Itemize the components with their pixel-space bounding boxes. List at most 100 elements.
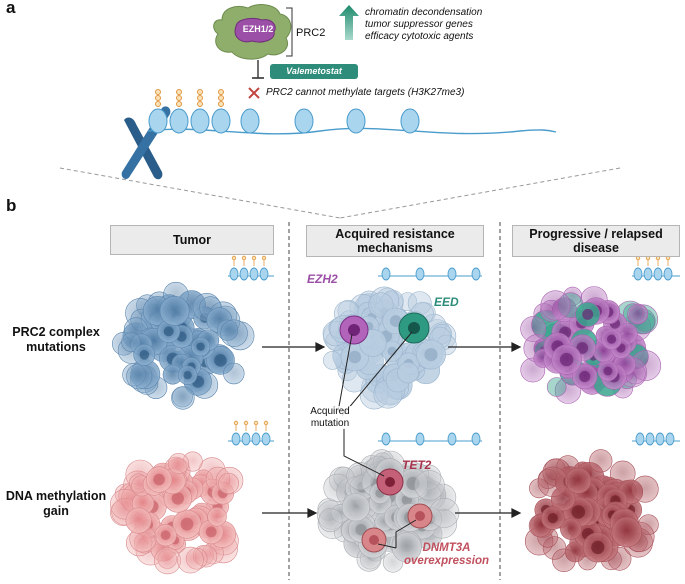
- cell-nucleus: [348, 350, 362, 364]
- cell: [207, 507, 227, 527]
- cell-nucleus: [205, 526, 217, 538]
- cell: [121, 332, 141, 352]
- acquired-line1: Acquired: [310, 406, 350, 417]
- cell: [171, 386, 195, 410]
- cell: [159, 295, 190, 326]
- header-relapse-line2: disease: [573, 241, 619, 255]
- cell: [223, 362, 245, 385]
- cell: [627, 303, 649, 325]
- cell: [318, 508, 343, 533]
- inhibition-text: PRC2 cannot methylate targets (H3K27me3): [266, 87, 465, 98]
- ezh2-mutant-cell: [339, 315, 369, 345]
- small-methyl-marks: [231, 255, 671, 431]
- chromatin-icons: [228, 267, 680, 446]
- cell-nucleus: [139, 350, 150, 360]
- cell: [154, 547, 182, 575]
- cell-nucleus: [214, 354, 227, 367]
- effect-1: chromatin decondensation: [365, 7, 483, 18]
- effect-2: tumor suppressor genes: [365, 19, 473, 30]
- cell-nucleus: [424, 348, 438, 362]
- cell: [560, 518, 582, 540]
- cell-nucleus: [591, 540, 605, 555]
- row-dna-line1: DNA methylation: [5, 489, 107, 503]
- row-prc2-line2: mutations: [26, 340, 86, 354]
- cell: [341, 493, 371, 522]
- cell-nucleus: [196, 342, 205, 351]
- cell-nucleus: [171, 492, 184, 505]
- cell: [220, 319, 248, 347]
- gene-dnmt3a-line2: overexpression: [404, 555, 490, 567]
- cell: [126, 363, 153, 390]
- cell: [546, 377, 567, 397]
- header-relapse-line1: Progressive / relapsed: [529, 227, 663, 241]
- row-label-prc2: PRC2 complex mutations: [4, 325, 108, 355]
- cell-nucleus: [576, 342, 589, 354]
- gene-dnmt3a-line1: DNMT3A: [422, 542, 471, 554]
- eed-mutant-cell: [398, 312, 430, 344]
- drug-label: Valemetostat: [286, 66, 342, 76]
- dnmt3a-cell-1: [407, 503, 433, 529]
- ezh-label: EZH1/2: [242, 24, 274, 34]
- gene-eed: EED: [434, 295, 459, 309]
- cell: [397, 362, 419, 384]
- methyl-marks: [155, 89, 224, 107]
- cell-nucleus: [603, 366, 613, 376]
- cell: [520, 316, 547, 342]
- gene-dnmt3a: DNMT3A overexpression: [404, 542, 489, 568]
- cell: [540, 290, 571, 321]
- cell: [168, 452, 190, 474]
- cell: [537, 466, 568, 497]
- cell-nucleus: [160, 530, 171, 541]
- cell-nucleus: [389, 315, 402, 327]
- ezh-subunit: [234, 17, 276, 43]
- relapse-cluster-bottom: [524, 449, 659, 573]
- effect-3: efficacy cytotoxic agents: [365, 31, 474, 42]
- cell-nucleus: [387, 346, 397, 356]
- prc2-bracket: [286, 7, 293, 57]
- gene-tet2: TET2: [402, 458, 432, 472]
- cell: [323, 350, 342, 370]
- cell-nucleus: [355, 524, 367, 536]
- tumor-cluster-red: [110, 451, 244, 575]
- cell-nucleus: [559, 352, 574, 367]
- header-relapse: Progressive / relapsed disease: [512, 225, 680, 257]
- acquired-line2: mutation: [310, 417, 350, 429]
- panel-b-letter: b: [6, 196, 17, 215]
- cell: [552, 548, 576, 573]
- cell-nucleus: [579, 370, 591, 383]
- cell: [565, 467, 592, 494]
- header-resistance: Acquired resistance mechanisms: [306, 225, 484, 257]
- valemetostat-pill: [270, 64, 358, 79]
- gene-ezh2: EZH2: [307, 272, 338, 286]
- cell: [554, 377, 582, 404]
- cell-nucleus: [607, 334, 617, 344]
- tet2-mutant-cell: [376, 468, 404, 496]
- pointer-lines: [337, 331, 417, 549]
- relapse-cluster-top: [520, 286, 662, 404]
- progression-arrows: [262, 342, 522, 518]
- row-dna-line2: gain: [43, 504, 69, 518]
- cell: [611, 516, 643, 548]
- nucleosome-array: [148, 108, 420, 134]
- cell: [589, 449, 613, 473]
- cell-nucleus: [163, 326, 174, 337]
- cell-nucleus: [180, 517, 194, 531]
- cell: [177, 546, 204, 574]
- panel-a-letter: a: [6, 0, 16, 17]
- cell-nucleus: [183, 371, 192, 380]
- header-resistance-line1: Acquired resistance: [335, 227, 455, 241]
- header-tumor-text: Tumor: [173, 233, 211, 247]
- dnmt3a-cell-2: [361, 527, 387, 553]
- cell: [414, 470, 445, 501]
- cell-nucleus: [547, 513, 558, 524]
- acquired-mutation-label: Acquired mutation: [298, 406, 362, 429]
- cell-nucleus: [582, 308, 594, 320]
- cell: [429, 498, 460, 528]
- header-resistance-line2: mechanisms: [357, 241, 433, 255]
- row-label-dna: DNA methylation gain: [2, 489, 110, 519]
- cell: [631, 475, 659, 503]
- cell-nucleus: [571, 505, 585, 519]
- header-tumor: Tumor: [110, 225, 274, 255]
- prc2-label: PRC2: [296, 27, 326, 39]
